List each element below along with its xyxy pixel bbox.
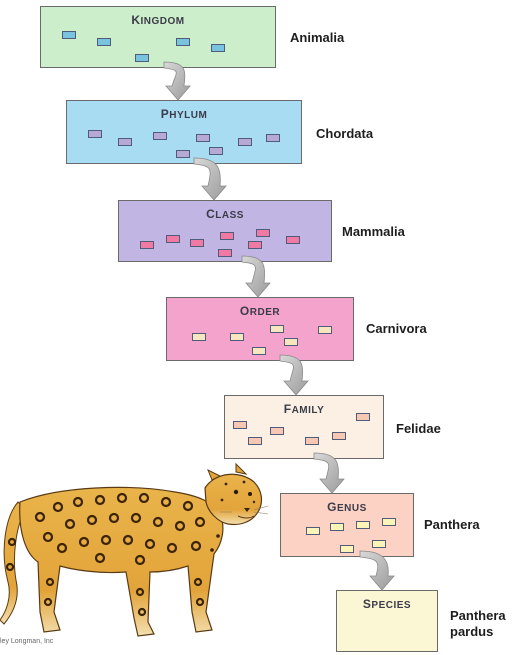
image-credit: ley Longman, Inc — [0, 638, 53, 645]
curved-arrow-icon — [280, 355, 308, 395]
curved-arrow-icon — [360, 551, 394, 590]
leopard-illustration — [0, 462, 270, 642]
curved-arrow-icon — [242, 256, 270, 297]
curved-arrow-icon — [164, 62, 190, 100]
leopard-body — [20, 487, 223, 636]
curved-arrow-icon — [314, 453, 344, 493]
curved-arrow-icon — [194, 158, 226, 200]
